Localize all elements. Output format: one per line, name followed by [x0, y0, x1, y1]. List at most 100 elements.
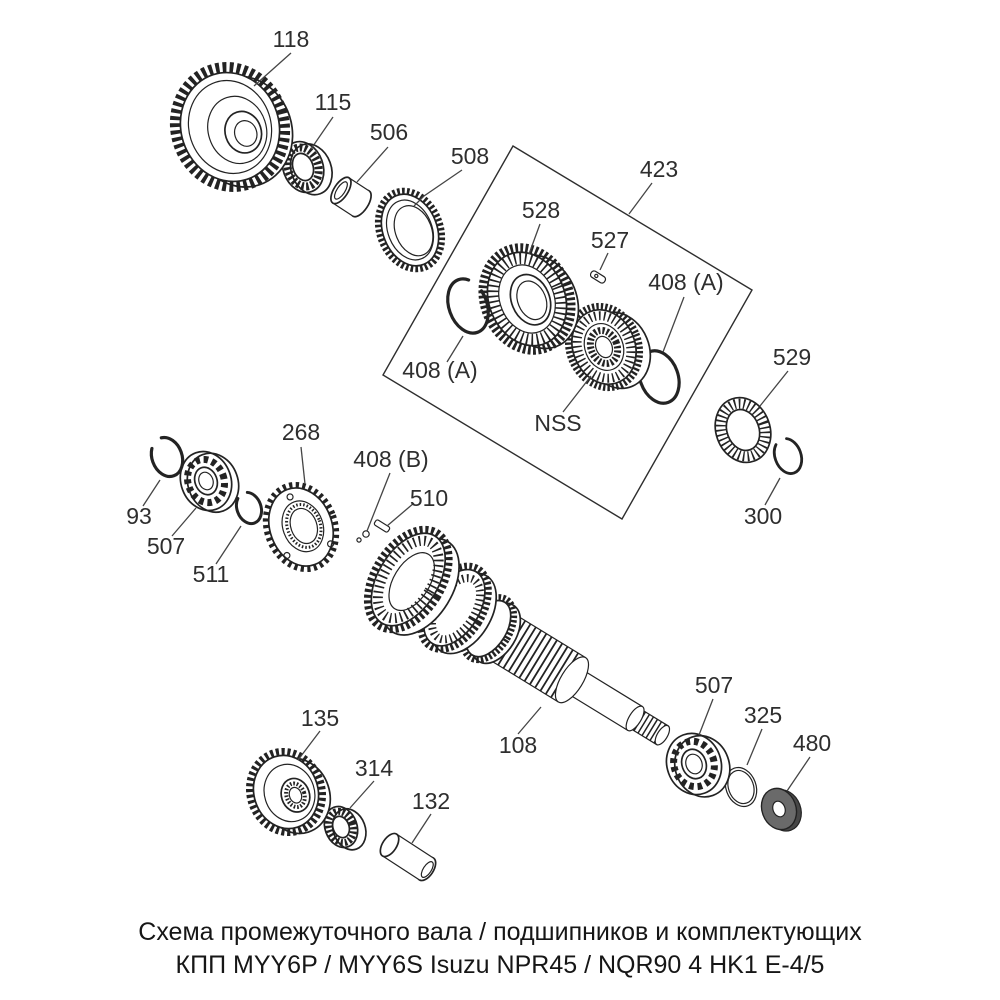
label-93: 93 — [126, 503, 152, 529]
leader-480 — [786, 756, 811, 792]
bore — [233, 120, 258, 147]
needle-rollers — [586, 327, 622, 367]
ball-408b-small — [356, 537, 362, 543]
snap-ring-408a-left — [446, 277, 490, 335]
teeth — [245, 747, 327, 837]
leader-423 — [628, 182, 653, 215]
label-408a-left: 408 (A) — [402, 357, 477, 383]
pin-510 — [373, 519, 391, 533]
leader-268 — [300, 446, 306, 485]
inner — [727, 769, 755, 805]
web — [207, 95, 268, 165]
hub — [224, 110, 263, 154]
washer-480 — [760, 787, 802, 832]
shaft-journal — [564, 667, 645, 732]
face — [385, 199, 435, 261]
bore — [288, 786, 303, 804]
label-314: 314 — [355, 755, 394, 781]
label-527: 527 — [591, 227, 629, 253]
bore — [289, 507, 319, 545]
label-nss: NSS — [534, 410, 581, 436]
label-408a-right: 408 (A) — [648, 269, 723, 295]
outer-ring — [179, 450, 233, 512]
rollers — [324, 807, 358, 847]
ball-bearing-507-left — [179, 450, 240, 514]
label-508: 508 — [451, 143, 489, 169]
leader-507-left — [171, 507, 197, 537]
spline-bore — [285, 503, 323, 549]
teeth — [363, 525, 453, 634]
bore — [198, 471, 214, 491]
pin-body — [373, 519, 391, 533]
bore — [725, 408, 761, 452]
gear-135 — [245, 747, 332, 837]
leader-508 — [413, 169, 463, 207]
leader-528 — [528, 223, 541, 255]
hole — [283, 551, 291, 560]
bore — [331, 815, 351, 839]
leader-511 — [215, 525, 242, 565]
spline-bore — [284, 781, 307, 809]
leader-325 — [746, 728, 763, 766]
countershaft-108 — [363, 525, 671, 746]
tip-edges — [629, 708, 669, 746]
ring — [234, 490, 264, 526]
bore — [516, 280, 548, 321]
front-face — [379, 832, 400, 858]
hub-ring — [281, 500, 325, 553]
tip-end — [654, 724, 671, 746]
o-ring-325 — [724, 766, 758, 808]
leader-408a-right — [662, 296, 685, 353]
label-528: 528 — [522, 197, 560, 223]
label-529: 529 — [773, 344, 811, 370]
leader-nss — [562, 375, 592, 413]
synchro-key-527 — [589, 270, 607, 284]
label-115: 115 — [315, 89, 352, 115]
leader-408a-left — [446, 335, 464, 363]
leader-527 — [599, 252, 609, 271]
face — [498, 264, 556, 334]
leader-510 — [386, 502, 415, 527]
leader-506 — [356, 146, 389, 183]
label-108: 108 — [499, 732, 537, 758]
label-118: 118 — [273, 26, 310, 52]
label-510: 510 — [410, 485, 448, 511]
outer-ring — [323, 805, 359, 849]
needle-bearing-115 — [281, 140, 333, 196]
leader-300 — [764, 477, 781, 506]
leader-529 — [759, 370, 789, 407]
leader-115 — [310, 116, 334, 150]
leader-132 — [411, 813, 432, 844]
snap-ring-300 — [772, 437, 804, 475]
ball-408b — [362, 530, 370, 538]
outer — [724, 766, 758, 808]
leader-93 — [142, 479, 161, 507]
caption-line-1: Схема промежуточного вала / подшипников … — [138, 918, 862, 946]
gear-118 — [169, 62, 294, 192]
shaft-gear-1 — [363, 525, 460, 636]
synchro-hub-528 — [478, 243, 580, 355]
face-ring — [187, 79, 273, 175]
bore — [291, 152, 315, 182]
label-507-left: 507 — [147, 533, 185, 559]
outer-ring — [665, 732, 723, 796]
bearing-race-529 — [714, 396, 772, 464]
teeth — [169, 62, 291, 192]
gear-nss — [564, 302, 652, 392]
teeth — [478, 243, 576, 355]
pin-132 — [379, 832, 437, 882]
journal-body — [564, 667, 643, 731]
edges — [332, 177, 370, 217]
label-300: 300 — [744, 503, 782, 529]
face — [583, 323, 625, 371]
label-423: 423 — [640, 156, 678, 182]
outer-ring — [714, 396, 772, 464]
leader-108 — [517, 706, 542, 735]
face — [388, 552, 435, 612]
label-268: 268 — [282, 419, 320, 445]
needle-bearing-314 — [323, 805, 367, 851]
hole — [286, 493, 294, 501]
caption-line-2: КПП MYY6P / MYY6S Isuzu NPR45 / NQR90 4 … — [176, 951, 825, 979]
